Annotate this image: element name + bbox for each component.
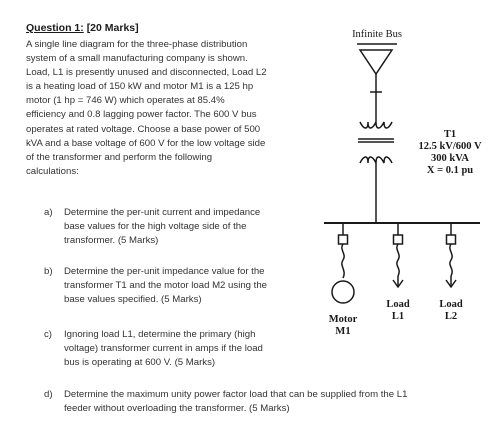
part-line: voltage) transformer current in amps if … [64, 343, 263, 355]
load1-breaker-icon [392, 234, 404, 245]
part-line: bus is operating at 600 V. (5 Marks) [64, 357, 216, 369]
question-marks: [20 Marks] [86, 22, 139, 34]
part-label: d) [44, 389, 53, 400]
part-text: Determine the per-unit current and imped… [64, 206, 260, 248]
part-text: Ignoring load L1, determine the primary … [64, 328, 263, 370]
transformer-secondary-winding-icon [359, 156, 393, 164]
part-text: Determine the maximum unity power factor… [64, 388, 407, 416]
intro-line: calculations: [26, 165, 79, 177]
source-triangle-icon [358, 49, 394, 76]
part-line: Ignoring load L1, determine the primary … [64, 329, 256, 340]
transformer-name: T1 [443, 129, 457, 140]
motor-cable-icon [341, 243, 345, 279]
transformer-label: T1 12.5 kV/600 V 300 kVA X = 0.1 pu [408, 129, 492, 177]
load1-label-line: L1 [391, 311, 405, 322]
intro-line: kVA and a base voltage of 600 V for the … [26, 137, 266, 149]
part-line: base values specified. (5 Marks) [64, 294, 202, 306]
load1-arrow-icon [392, 279, 404, 289]
motor-label: Motor M1 [320, 314, 366, 338]
part-line: transformer T1 and the motor load M2 usi… [64, 280, 267, 292]
part-line: Determine the per-unit current and imped… [64, 207, 261, 218]
load1-label-line: Load [386, 299, 410, 310]
part-line: feeder without overloading the transform… [64, 403, 290, 415]
intro-line: is a heating load of 150 kW and motor M1… [26, 81, 254, 93]
load2-arrow-icon [445, 279, 457, 289]
question-title: Question 1: [26, 22, 84, 34]
transformer-voltage: 12.5 kV/600 V [418, 141, 482, 152]
question-heading: Question 1: [20 Marks] [26, 22, 139, 34]
infinite-bus-label: Infinite Bus [352, 29, 402, 40]
intro-line: of the transformer and perform the follo… [26, 151, 213, 163]
part-line: Determine the maximum unity power factor… [64, 389, 408, 400]
intro-line: motor (1 hp = 746 W) which operates at 8… [26, 95, 225, 107]
load1-cable-icon [396, 243, 400, 277]
intro-line: operates at rated voltage. Choose a base… [26, 123, 261, 135]
load2-label-line: L2 [444, 311, 458, 322]
part-line: Determine the per-unit impedance value f… [64, 266, 265, 277]
load2-label: Load L2 [429, 299, 473, 323]
load1-label: Load L1 [376, 299, 420, 323]
part-line: transformer. (5 Marks) [64, 235, 159, 247]
intro-line: efficiency and 0.8 lagging power factor.… [26, 109, 257, 121]
motor-label-line: M1 [335, 326, 351, 337]
part-label: b) [44, 266, 53, 277]
transformer-primary-winding-icon [359, 121, 393, 129]
load2-label-line: Load [439, 299, 463, 310]
intro-line: Load, L1 is presently unused and disconn… [26, 67, 267, 79]
intro-line: system of a small manufacturing company … [26, 53, 248, 65]
load2-breaker-icon [445, 234, 457, 245]
motor-label-line: Motor [328, 314, 358, 325]
part-label: c) [44, 329, 52, 340]
part-label: a) [44, 207, 53, 218]
question-intro: A single line diagram for the three-phas… [26, 38, 308, 179]
load2-cable-icon [449, 243, 453, 277]
transformer-reactance: X = 0.1 pu [426, 165, 474, 176]
transformer-rating: 300 kVA [430, 153, 470, 164]
part-text: Determine the per-unit impedance value f… [64, 265, 267, 307]
motor-breaker-icon [337, 234, 349, 245]
part-line: base values for the high voltage side of… [64, 221, 247, 233]
motor-circle-icon [331, 280, 355, 304]
intro-line: A single line diagram for the three-phas… [26, 39, 248, 50]
